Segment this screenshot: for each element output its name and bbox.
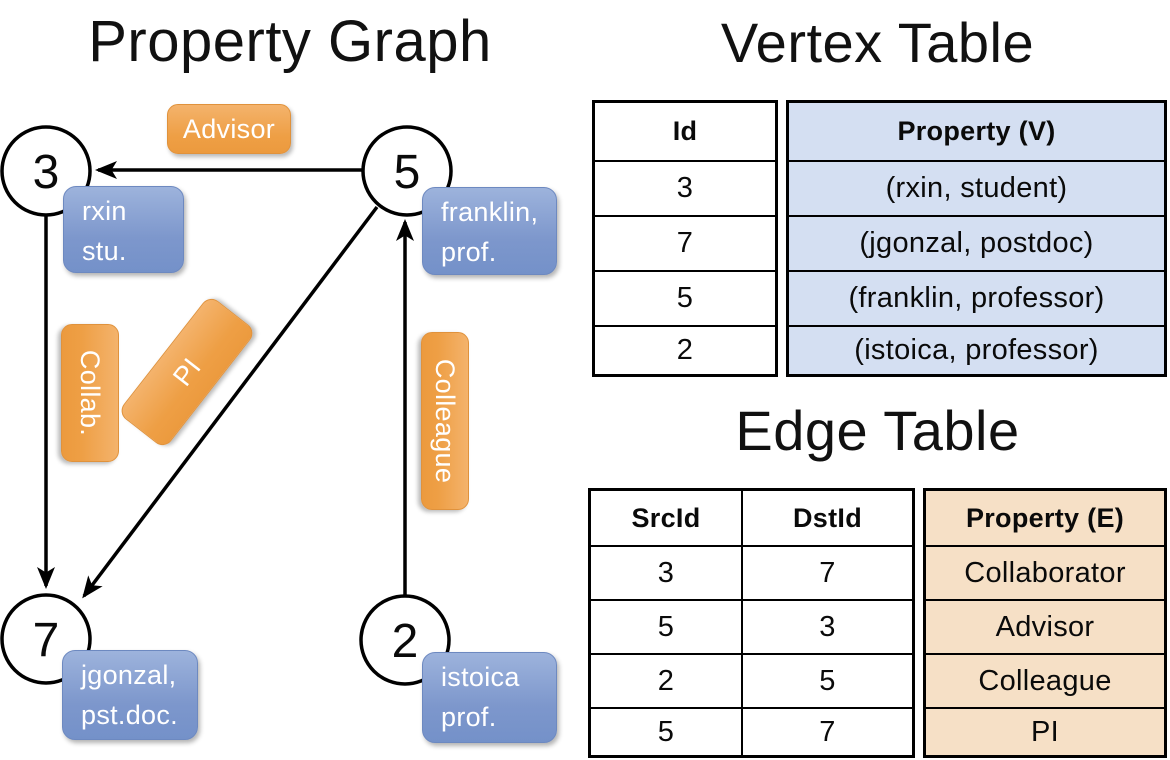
table-cell: 3	[591, 545, 741, 599]
edge-table-property-column: Property (E) Collaborator Advisor Collea…	[923, 488, 1167, 758]
edge-label-colleague: Colleague	[421, 332, 469, 510]
edge-table-header-srcid: SrcId	[631, 502, 701, 533]
edge-label-collab: Collab.	[61, 324, 119, 462]
vertex-property-line: pst.doc.	[81, 700, 178, 730]
property-graph-title: Property Graph	[88, 9, 492, 74]
table-cell: Colleague	[926, 653, 1164, 707]
table-cell: 2	[591, 653, 741, 707]
vertex-property-line: istoica	[441, 662, 520, 692]
vertex-property-line: jgonzal,	[81, 660, 177, 690]
vertex-property-7: jgonzal, pst.doc.	[62, 650, 198, 740]
table-cell: Advisor	[926, 599, 1164, 653]
vertex-property-5: franklin, prof.	[422, 187, 557, 275]
table-cell: Collaborator	[926, 545, 1164, 599]
table-cell: 7	[741, 545, 912, 599]
table-cell: (franklin, professor)	[789, 270, 1164, 325]
vertex-id-7: 7	[33, 614, 60, 667]
vertex-id-3: 3	[33, 146, 60, 199]
edge-table-id-columns: SrcId DstId 3 7 5 3 2 5 5 7	[588, 488, 915, 758]
table-cell: 7	[595, 215, 775, 270]
table-cell: 3	[741, 599, 912, 653]
vertex-property-2: istoica prof.	[422, 652, 557, 743]
table-cell: 5	[591, 707, 741, 755]
edge-table-header-property: Property (E)	[926, 491, 1164, 545]
table-cell: 5	[741, 653, 912, 707]
edge-table-header-dstid: DstId	[741, 491, 912, 545]
vertex-property-line: rxin	[82, 196, 127, 226]
vertex-table-title: Vertex Table	[720, 11, 1035, 74]
vertex-table-header-id: Id	[672, 116, 698, 146]
edge-table-title: Edge Table	[735, 399, 1020, 462]
table-cell: (jgonzal, postdoc)	[789, 215, 1164, 270]
edge-pi-5-7	[82, 205, 379, 599]
table-cell: PI	[926, 707, 1164, 755]
table-cell: 3	[595, 160, 775, 215]
vertex-property-line: stu.	[82, 236, 127, 266]
vertex-property-line: prof.	[441, 237, 497, 267]
vertex-table-property-column: Property (V) (rxin, student) (jgonzal, p…	[786, 100, 1167, 377]
table-cell: 5	[591, 599, 741, 653]
vertex-property-3: rxin stu.	[63, 186, 184, 273]
table-cell: 7	[741, 707, 912, 755]
edge-label-advisor: Advisor	[167, 104, 291, 154]
table-cell: 5	[595, 270, 775, 325]
vertex-table-header-property: Property (V)	[789, 103, 1164, 160]
vertex-property-line: prof.	[441, 702, 497, 732]
vertex-id-5: 5	[394, 146, 421, 199]
vertex-table-id-column: Id 3 7 5 2	[592, 100, 778, 377]
vertex-property-line: franklin,	[441, 197, 539, 227]
table-cell: (istoica, professor)	[789, 325, 1164, 374]
vertex-id-2: 2	[392, 615, 419, 668]
table-cell: (rxin, student)	[789, 160, 1164, 215]
table-cell: 2	[595, 325, 775, 374]
